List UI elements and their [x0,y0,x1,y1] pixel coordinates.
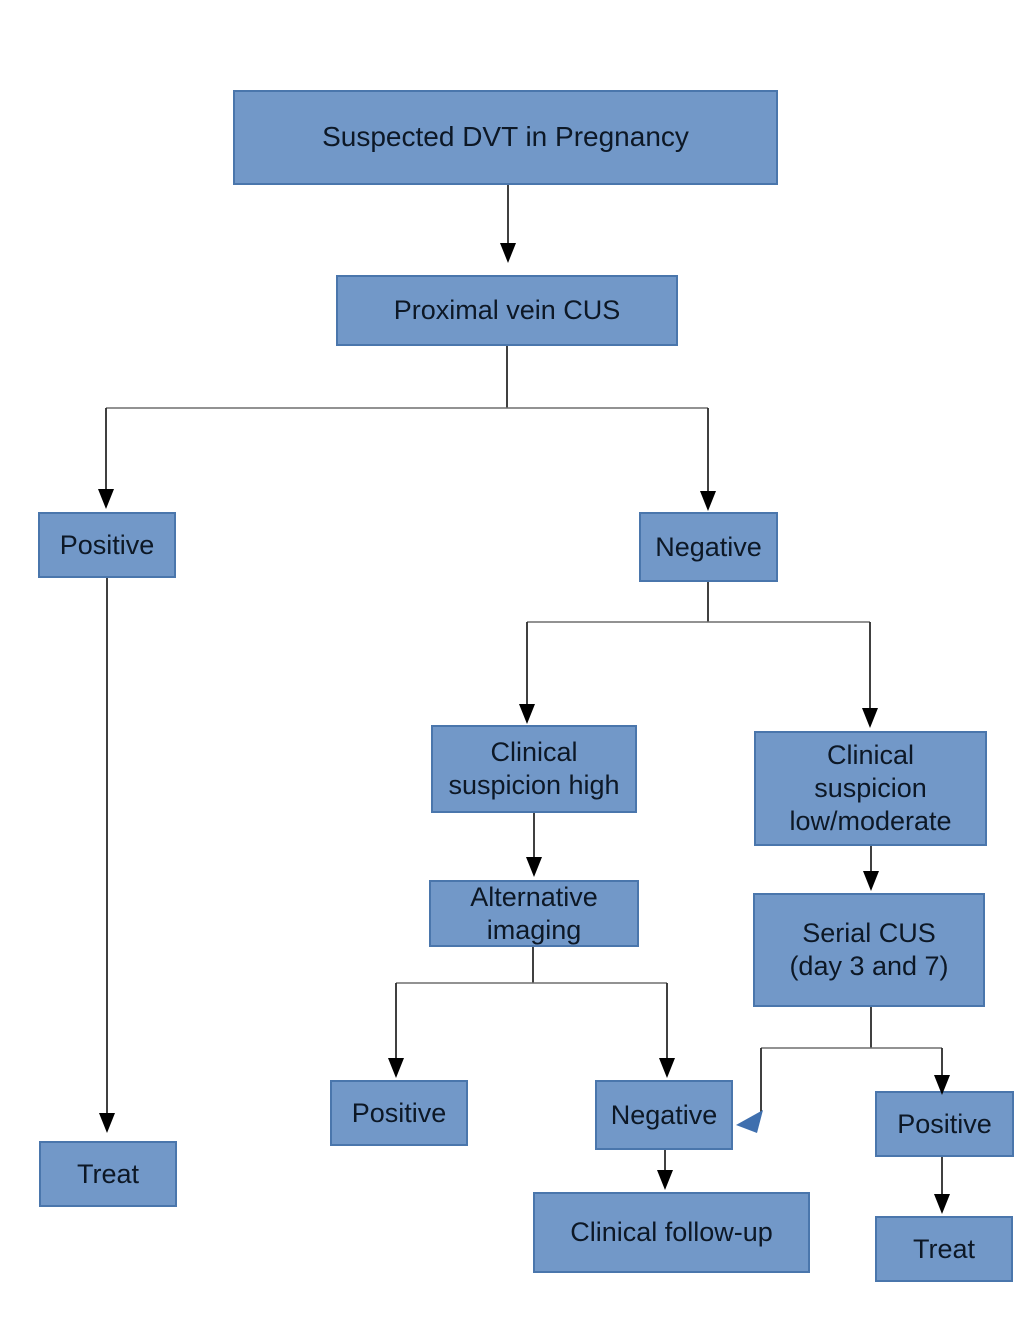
node-cus-positive-label: Positive [59,529,155,560]
node-suspected-dvt: Suspected DVT in Pregnancy [233,90,778,185]
node-alternative-imaging-label: Alternative imaging [470,881,598,945]
edge-low-to-serial [863,846,879,891]
node-clinical-suspicion-high: Clinical suspicion high [431,725,637,813]
edge-high-to-imaging [526,813,542,877]
node-imaging-negative: Negative [595,1080,733,1150]
edge-negative-branch [519,582,878,728]
edge-suspected-to-proximal [500,185,516,263]
edge-positive-to-treat [99,578,115,1133]
node-treat-left-label: Treat [76,1158,139,1189]
node-treat-left: Treat [39,1141,177,1207]
node-clinical-suspicion-low-moderate: Clinical suspicion low/moderate [754,731,987,846]
edge-imaging-branch [388,947,675,1078]
node-clinical-followup-label: Clinical follow-up [570,1217,773,1248]
node-imaging-positive: Positive [330,1080,468,1146]
node-suspected-dvt-label: Suspected DVT in Pregnancy [322,121,689,153]
node-clinical-suspicion-low-moderate-label: Clinical suspicion low/moderate [789,740,952,836]
node-cus-negative: Negative [639,512,778,582]
node-serial-cus-label: Serial CUS (day 3 and 7) [789,918,949,981]
node-treat-right: Treat [875,1216,1013,1282]
node-serial-positive-label: Positive [897,1108,992,1139]
node-imaging-positive-label: Positive [351,1097,447,1128]
edge-negative-to-followup [657,1150,673,1190]
edge-proximal-branch [98,346,716,511]
node-alternative-imaging: Alternative imaging [429,880,639,947]
node-serial-positive: Positive [875,1091,1014,1157]
node-imaging-negative-label: Negative [610,1099,718,1130]
edge-positive-to-treat-right [934,1157,950,1214]
node-cus-negative-label: Negative [655,531,762,562]
node-clinical-followup: Clinical follow-up [533,1192,810,1273]
node-clinical-suspicion-high-label: Clinical suspicion high [448,737,620,800]
node-proximal-vein-cus: Proximal vein CUS [336,275,678,346]
node-serial-cus: Serial CUS (day 3 and 7) [753,893,985,1007]
node-proximal-vein-cus-label: Proximal vein CUS [393,295,621,326]
node-treat-right-label: Treat [912,1233,975,1264]
node-cus-positive: Positive [38,512,176,578]
